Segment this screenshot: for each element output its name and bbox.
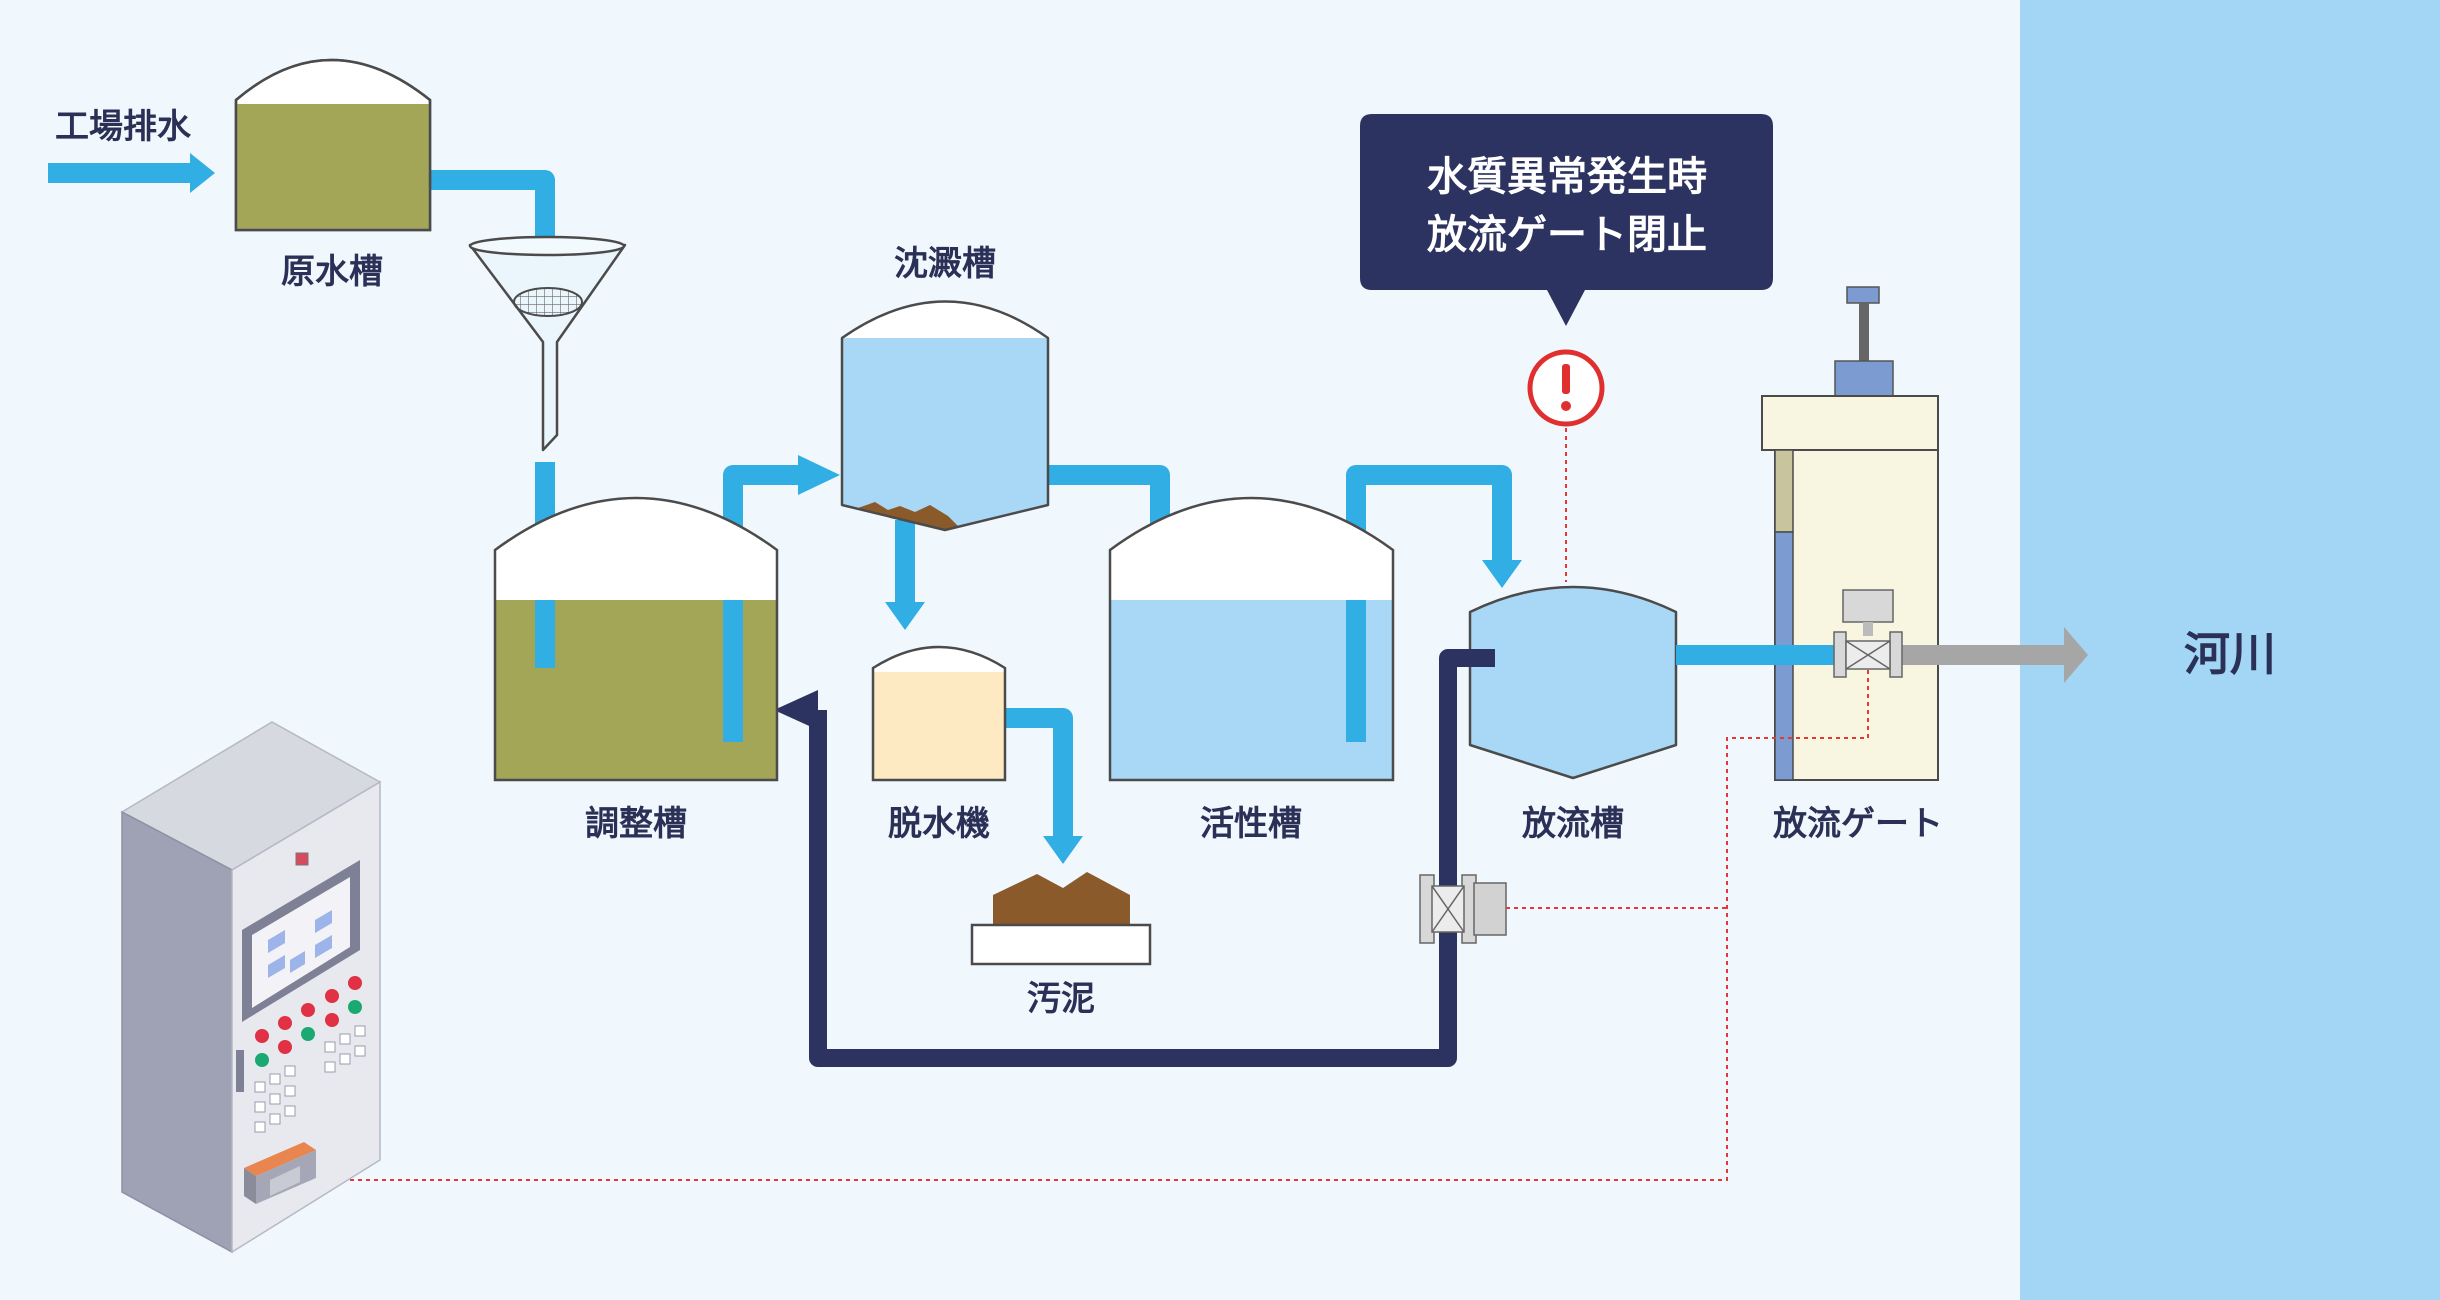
alert-callout: 水質異常発生時 放流ゲート閉止 bbox=[1360, 114, 1773, 326]
discharge-tank bbox=[1468, 585, 1678, 780]
raw-water-tank-label: 原水槽 bbox=[281, 252, 383, 292]
river-label: 河川 bbox=[2184, 627, 2276, 681]
activated-tank-label: 活性槽 bbox=[1200, 804, 1302, 844]
gate-valve bbox=[1833, 589, 1903, 678]
outflow-to-river bbox=[1895, 627, 2088, 683]
dehydrator bbox=[871, 645, 1007, 782]
sludge-label: 汚泥 bbox=[1027, 979, 1095, 1019]
plc-module bbox=[244, 1142, 316, 1204]
hmi-screen-icons bbox=[268, 910, 332, 978]
callout-line-1: 水質異常発生時 bbox=[1427, 154, 1707, 200]
indicator-light bbox=[295, 852, 309, 866]
sedimentation-tank bbox=[840, 300, 1050, 532]
control-buttons bbox=[255, 976, 362, 1067]
panel-handle bbox=[236, 1050, 244, 1092]
return-valve bbox=[1419, 874, 1507, 944]
river-area bbox=[2020, 0, 2440, 1300]
sedimentation-tank-label: 沈澱槽 bbox=[894, 244, 996, 284]
control-panel bbox=[120, 721, 382, 1254]
callout-line-2: 放流ゲート閉止 bbox=[1427, 212, 1707, 258]
sludge-pile bbox=[970, 872, 1152, 966]
adjustment-tank-label: 調整槽 bbox=[585, 804, 687, 844]
dehydrator-label: 脱水機 bbox=[888, 804, 990, 844]
screen-funnel bbox=[468, 235, 627, 452]
factory-wastewater-label: 工場排水 bbox=[55, 107, 192, 147]
activated-tank bbox=[1108, 496, 1395, 782]
keypad bbox=[254, 1025, 366, 1133]
signal-lines bbox=[300, 412, 1869, 1181]
discharge-gate-label: 放流ゲート bbox=[1773, 804, 1943, 844]
raw-water-tank bbox=[234, 58, 432, 232]
exclamation-circle-icon bbox=[1527, 349, 1605, 427]
discharge-tank-label: 放流槽 bbox=[1522, 804, 1624, 844]
